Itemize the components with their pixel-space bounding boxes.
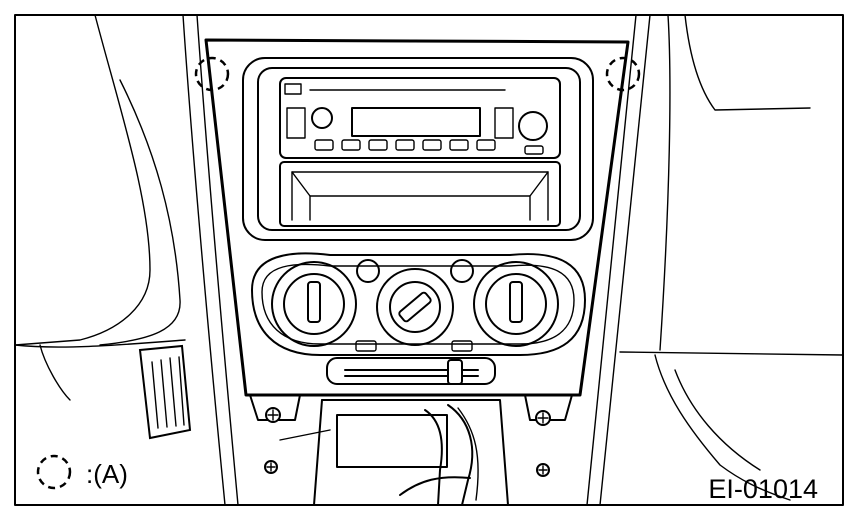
dashed-circle-icon bbox=[36, 454, 72, 490]
lower-screw-right bbox=[536, 463, 550, 477]
accelerator-pedal bbox=[138, 344, 192, 440]
legend: :(A) bbox=[36, 454, 128, 490]
climate-panel bbox=[251, 252, 586, 385]
left-dashboard bbox=[14, 14, 186, 401]
audio-unit bbox=[242, 57, 594, 241]
figure-frame bbox=[14, 14, 844, 506]
callout-marker-left bbox=[194, 56, 230, 92]
mounting-screw-right bbox=[535, 410, 551, 426]
right-dashboard bbox=[619, 14, 844, 501]
legend-label: :(A) bbox=[86, 459, 128, 489]
mounting-screw-left bbox=[265, 407, 281, 423]
lower-console bbox=[279, 399, 509, 506]
lower-screw-left bbox=[264, 460, 278, 474]
callout-marker-right bbox=[605, 56, 641, 92]
figure-id: EI-01014 bbox=[708, 474, 818, 504]
center-console bbox=[182, 14, 651, 506]
